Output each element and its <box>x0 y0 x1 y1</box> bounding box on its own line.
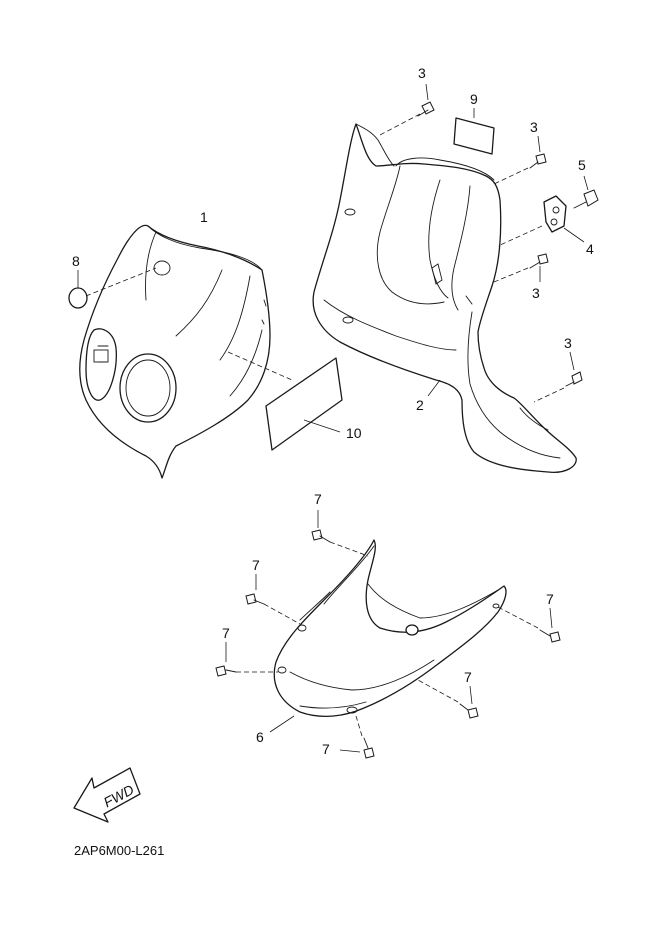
callout-7b: 7 <box>252 557 260 573</box>
callout-3b: 3 <box>530 119 538 135</box>
screw-3b[interactable] <box>529 153 547 169</box>
bracket-part[interactable] <box>543 195 567 233</box>
screw-7e[interactable] <box>459 703 479 719</box>
callout-10: 10 <box>346 425 362 441</box>
callout-3a: 3 <box>418 65 426 81</box>
diagram-code: 2AP6M00-L261 <box>74 843 165 858</box>
leg-shield-part[interactable] <box>312 123 577 473</box>
callout-4: 4 <box>586 241 594 257</box>
callout-3d: 3 <box>564 335 572 351</box>
bolt-part[interactable] <box>573 189 599 209</box>
screw-7b[interactable] <box>245 593 265 605</box>
callout-8: 8 <box>72 253 80 269</box>
callout-5: 5 <box>578 157 586 173</box>
screw-7d[interactable] <box>539 629 561 643</box>
callout-2: 2 <box>416 397 424 413</box>
label-sheet-part[interactable] <box>265 357 343 451</box>
label-sheet-small-part[interactable] <box>453 117 495 155</box>
callout-7f: 7 <box>322 741 330 757</box>
screw-7c[interactable] <box>215 665 237 677</box>
callout-7a: 7 <box>314 491 322 507</box>
callout-7c: 7 <box>222 625 230 641</box>
screw-3a[interactable] <box>417 101 435 117</box>
callout-3c: 3 <box>532 285 540 301</box>
screw-3d[interactable] <box>565 371 583 387</box>
callout-1: 1 <box>200 209 208 225</box>
screw-3c[interactable] <box>529 253 549 269</box>
plug-part[interactable] <box>68 287 88 309</box>
callout-9: 9 <box>470 91 478 107</box>
callout-7d: 7 <box>546 591 554 607</box>
front-cover-part[interactable] <box>79 224 271 479</box>
screw-7a[interactable] <box>311 529 331 543</box>
callout-7e: 7 <box>464 669 472 685</box>
screw-7f[interactable] <box>363 737 375 759</box>
fwd-arrow-icon: FWD <box>73 767 141 823</box>
callout-6: 6 <box>256 729 264 745</box>
under-cover-part[interactable] <box>273 539 507 717</box>
